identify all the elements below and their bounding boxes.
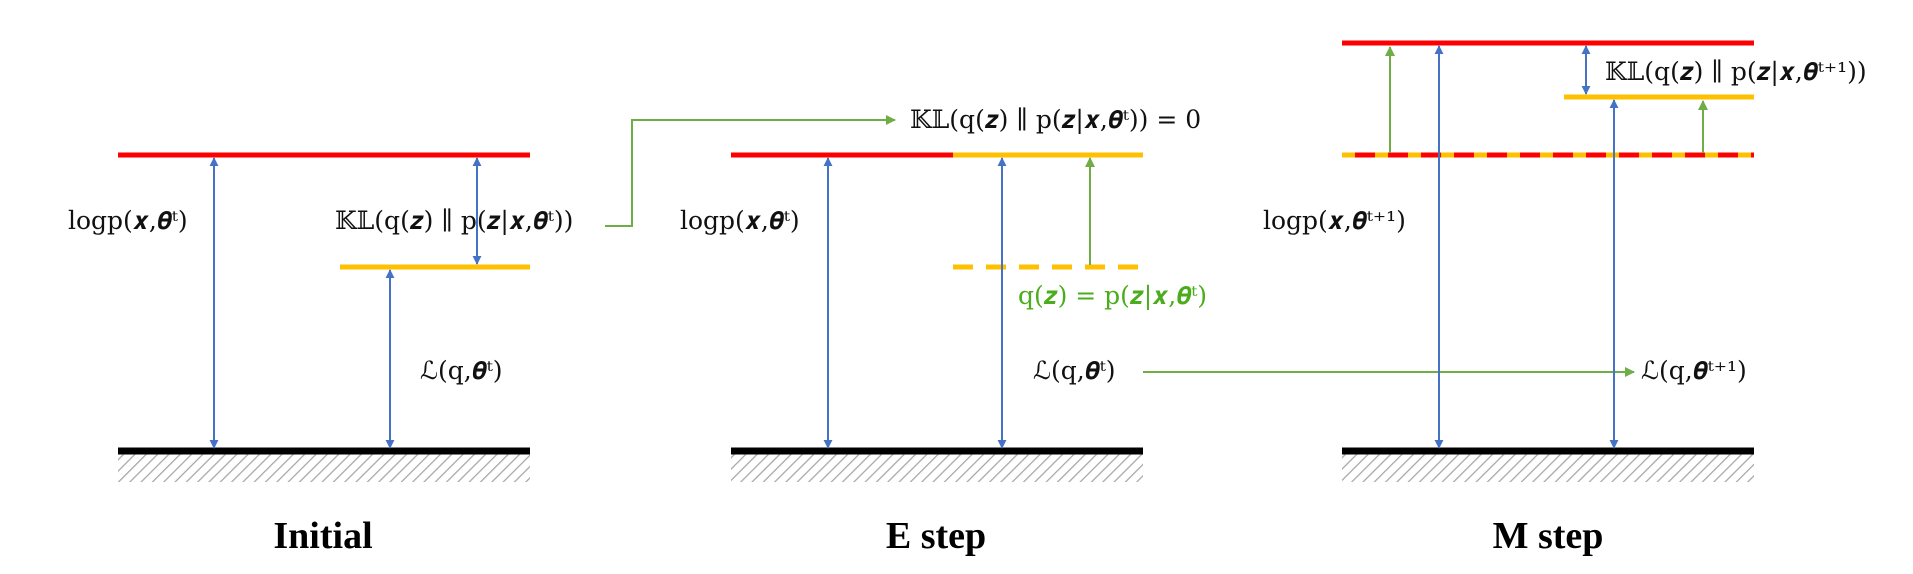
log-likelihood-label: logp(𝒙,𝜽ᵗ) bbox=[68, 206, 188, 235]
kl-label: 𝕂𝕃(q(𝒛) ∥ p(𝒛|𝒙,𝜽ᵗ⁺¹)) bbox=[1605, 57, 1867, 87]
elbo-label: ℒ(q,𝜽ᵗ⁺¹) bbox=[1641, 356, 1747, 385]
panel-title: E step bbox=[886, 515, 986, 557]
elbo-label: ℒ(q,𝜽ᵗ) bbox=[1033, 356, 1116, 385]
ground-hatch bbox=[1342, 452, 1754, 482]
posterior-condition-label: q(𝒛) = p(𝒛|𝒙,𝜽ᵗ) bbox=[1018, 281, 1207, 311]
panel-initial: logp(𝒙,𝜽ᵗ) 𝕂𝕃(q(𝒛) ∥ p(𝒛|𝒙,𝜽ᵗ)) ℒ(q,𝜽ᵗ) … bbox=[68, 152, 573, 557]
panel-title: Initial bbox=[273, 515, 372, 557]
panel-e-step: 𝕂𝕃(q(𝒛) ∥ p(𝒛|𝒙,𝜽ᵗ)) = 0 logp(𝒙,𝜽ᵗ) q(𝒛)… bbox=[680, 105, 1207, 557]
kl-label: 𝕂𝕃(q(𝒛) ∥ p(𝒛|𝒙,𝜽ᵗ)) bbox=[335, 206, 573, 236]
ground-hatch bbox=[731, 452, 1143, 482]
panel-title: M step bbox=[1493, 515, 1604, 557]
elbo-label: ℒ(q,𝜽ᵗ) bbox=[420, 356, 503, 385]
ground-hatch bbox=[118, 452, 530, 482]
log-likelihood-label: logp(𝒙,𝜽ᵗ⁺¹) bbox=[1263, 206, 1406, 235]
kl-zero-label: 𝕂𝕃(q(𝒛) ∥ p(𝒛|𝒙,𝜽ᵗ)) = 0 bbox=[910, 105, 1201, 135]
kl-to-zero-arrow bbox=[605, 115, 896, 227]
log-likelihood-label: logp(𝒙,𝜽ᵗ) bbox=[680, 206, 800, 235]
panel-m-step: 𝕂𝕃(q(𝒛) ∥ p(𝒛|𝒙,𝜽ᵗ⁺¹)) logp(𝒙,𝜽ᵗ⁺¹) ℒ(q,… bbox=[1263, 40, 1867, 557]
